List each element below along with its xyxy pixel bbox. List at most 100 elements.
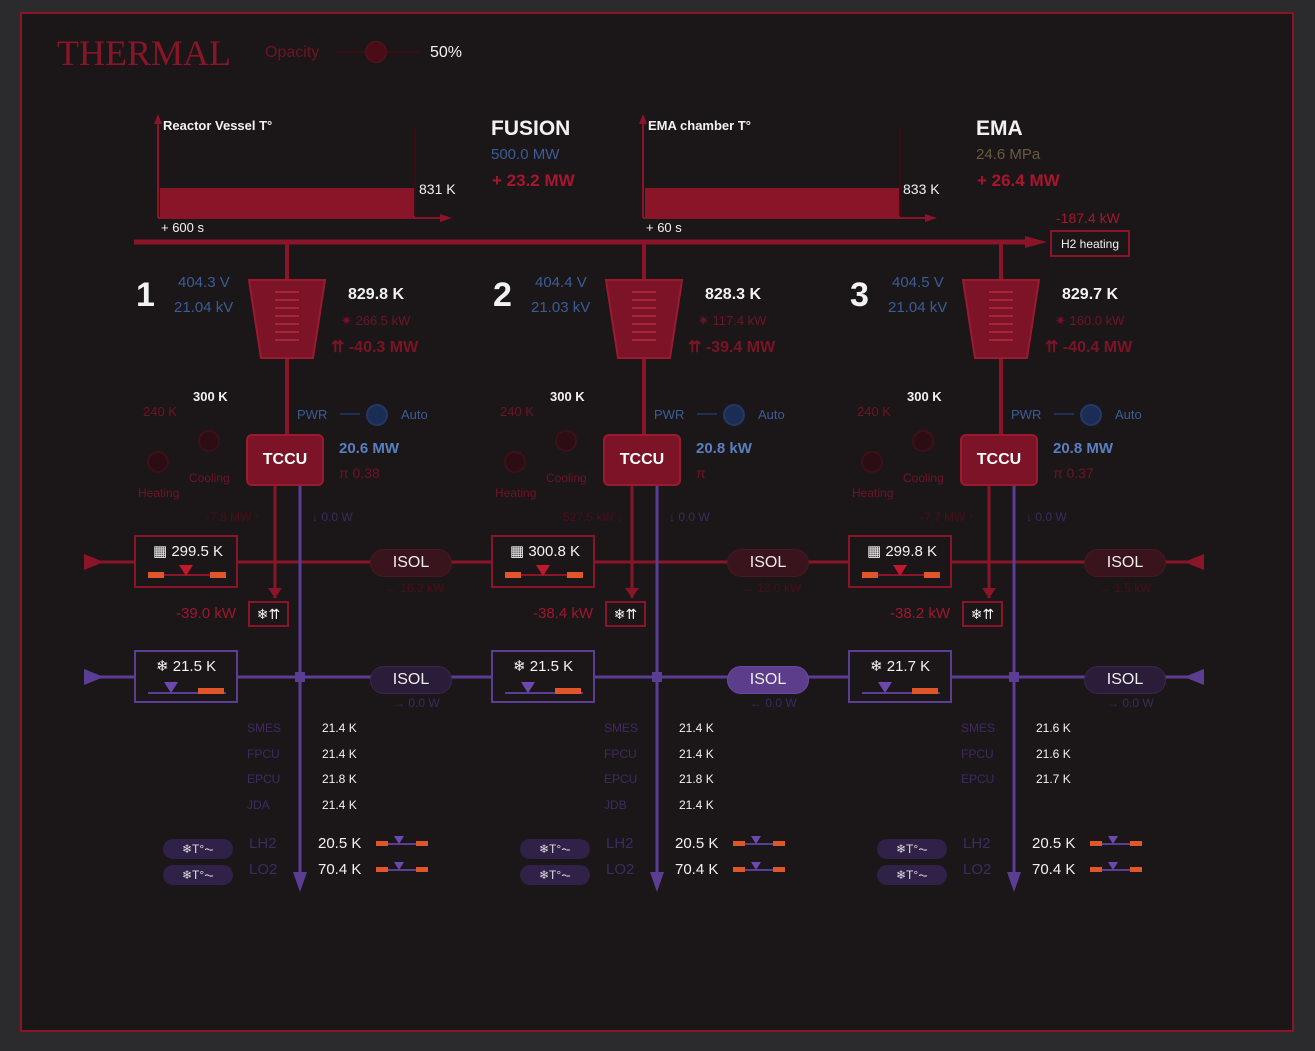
turbine-icon[interactable]	[247, 278, 327, 360]
isol-cold-flow: ← 0.0 W	[750, 696, 797, 710]
isol-hot-flow: → 13.0 kW	[742, 581, 802, 595]
hot-slider-high	[210, 572, 226, 578]
tank-control-pill[interactable]: ❄T°⏦	[163, 839, 233, 859]
tank-name: LH2	[249, 835, 277, 852]
pwr-toggle-track	[1054, 413, 1074, 415]
hot-loop-box[interactable]: ▦ 300.8 K	[491, 535, 595, 588]
turbine-icon[interactable]	[604, 278, 684, 360]
isol-hot-button[interactable]: ISOL	[727, 549, 809, 577]
sensor-name: SMES	[604, 721, 639, 735]
turbine-heat: ✷ 160.0 kW	[1055, 313, 1125, 328]
ema-chart-value: 833 K	[903, 181, 940, 197]
tank-control-pill[interactable]: ❄T°⏦	[163, 865, 233, 885]
cold-junction	[652, 672, 662, 682]
downflow: ↓ 0.0 W	[669, 510, 710, 524]
heating-knob[interactable]	[504, 451, 526, 473]
sensor-value: 21.4 K	[679, 797, 714, 812]
cooling-knob[interactable]	[198, 430, 220, 452]
tccu-power: 20.8 MW	[1053, 440, 1114, 457]
isol-hot-button[interactable]: ISOL	[1084, 549, 1166, 577]
sensor-name: JDA	[247, 797, 270, 812]
cold-slider-pointer-icon[interactable]	[521, 682, 535, 693]
tank-name: LO2	[606, 861, 635, 878]
temp-low: 240 K	[500, 404, 534, 419]
ema-delta: + 26.4 MW	[977, 171, 1060, 190]
tank-control-pill[interactable]: ❄T°⏦	[877, 865, 947, 885]
cold-loop-box[interactable]: ❄ 21.5 K	[134, 650, 238, 703]
sensor-name: SMES	[961, 721, 996, 735]
turbine-icon[interactable]	[961, 278, 1041, 360]
tank-level-gauge	[376, 836, 428, 846]
fan-boost-button[interactable]: ❄⇈	[962, 601, 1003, 627]
isol-cold-flow: → 0.0 W	[1107, 696, 1154, 710]
opacity-slider-handle[interactable]	[365, 41, 387, 63]
cold-vertical-arrow	[1007, 872, 1021, 892]
fan-boost-button[interactable]: ❄⇈	[605, 601, 646, 627]
tccu-button[interactable]: TCCU	[960, 434, 1038, 486]
pwr-auto-toggle[interactable]	[723, 404, 745, 426]
cold-vertical-arrow	[650, 872, 664, 892]
chart2-fill	[645, 188, 900, 217]
cold-junction	[1009, 672, 1019, 682]
tank-level-gauge	[733, 836, 785, 846]
cooling-knob[interactable]	[912, 430, 934, 452]
heating-knob[interactable]	[147, 451, 169, 473]
cold-loop-temp: ❄ 21.5 K	[513, 658, 574, 675]
panel-title: THERMAL	[57, 33, 231, 73]
pwr-auto-toggle[interactable]	[366, 404, 388, 426]
cold-slider-pointer-icon[interactable]	[878, 682, 892, 693]
hot-slider-low	[505, 572, 521, 578]
pwr-auto-toggle[interactable]	[1080, 404, 1102, 426]
heating-label: Heating	[495, 486, 537, 500]
unit-voltage: 404.3 V	[178, 274, 230, 291]
turbine-temp: 829.8 K	[348, 286, 405, 303]
hot-slider-pointer-icon[interactable]	[179, 565, 193, 576]
cooling-label: Cooling	[903, 471, 944, 485]
isol-hot-button[interactable]: ISOL	[370, 549, 452, 577]
hot-slider-low	[148, 572, 164, 578]
cold-slider-track	[148, 692, 226, 694]
heating-knob[interactable]	[861, 451, 883, 473]
cold-slider-track	[862, 692, 940, 694]
hot-drop-arrow	[982, 588, 996, 598]
temp-high: 300 K	[550, 389, 585, 404]
downflow: ↓ 0.0 W	[312, 510, 353, 524]
tank-temp: 20.5 K	[675, 835, 719, 852]
fusion-title: FUSION	[491, 117, 571, 140]
sensor-value: 21.8 K	[322, 772, 357, 786]
sensor-name: FPCU	[961, 746, 994, 761]
chart1-fill	[160, 188, 415, 217]
tccu-button[interactable]: TCCU	[246, 434, 324, 486]
tccu-button[interactable]: TCCU	[603, 434, 681, 486]
tank-control-pill[interactable]: ❄T°⏦	[520, 839, 590, 859]
cold-loop-box[interactable]: ❄ 21.7 K	[848, 650, 952, 703]
fusion-delta: + 23.2 MW	[492, 171, 575, 190]
pwr-label: PWR	[654, 407, 685, 422]
fan-boost-button[interactable]: ❄⇈	[248, 601, 289, 627]
sensor-name: SMES	[247, 721, 282, 735]
upflow: -7.7 MW ↑	[920, 510, 975, 524]
tank-control-pill[interactable]: ❄T°⏦	[877, 839, 947, 859]
hot-slider-pointer-icon[interactable]	[893, 565, 907, 576]
hot-slider-track	[148, 574, 226, 576]
hot-slider-track	[862, 574, 940, 576]
tank-control-pill[interactable]: ❄T°⏦	[520, 865, 590, 885]
sensor-name: JDB	[604, 797, 627, 812]
hot-slider-high	[924, 572, 940, 578]
hot-slider-pointer-icon[interactable]	[536, 565, 550, 576]
cold-junction	[295, 672, 305, 682]
isol-cold-button[interactable]: ISOL	[370, 666, 452, 694]
fusion-power: 500.0 MW	[491, 146, 560, 163]
sensor-value: 21.6 K	[1036, 721, 1071, 735]
cold-loop-box[interactable]: ❄ 21.5 K	[491, 650, 595, 703]
cold-loop-temp: ❄ 21.7 K	[870, 658, 931, 675]
isol-cold-button[interactable]: ISOL	[1084, 666, 1166, 694]
tccu-power: 20.6 MW	[339, 440, 400, 457]
cold-slider-pointer-icon[interactable]	[164, 682, 178, 693]
hot-loop-box[interactable]: ▦ 299.5 K	[134, 535, 238, 588]
cooling-knob[interactable]	[555, 430, 577, 452]
h2-heating-button[interactable]: H2 heating	[1050, 230, 1130, 257]
hot-slider-track	[505, 574, 583, 576]
isol-cold-button[interactable]: ISOL	[727, 666, 809, 694]
hot-loop-box[interactable]: ▦ 299.8 K	[848, 535, 952, 588]
